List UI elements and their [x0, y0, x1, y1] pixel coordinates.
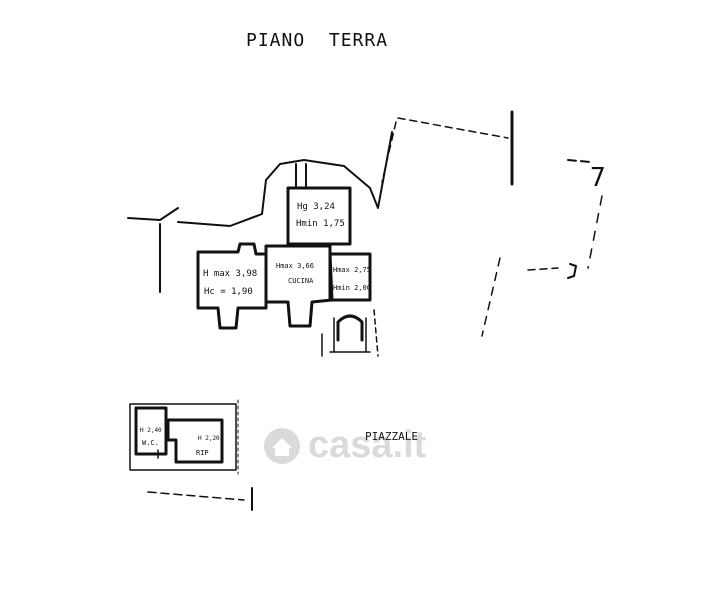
room-left-max-height: H max 3,98 — [203, 269, 257, 279]
arch-niche — [336, 314, 364, 342]
room-right — [328, 252, 372, 302]
room-top-height: Hg 3,24 — [297, 202, 335, 212]
yard-label: PIAZZALE — [365, 430, 418, 443]
wc-name: W.C. — [142, 439, 159, 447]
rip-name: RIP — [196, 449, 209, 457]
room-left — [196, 242, 268, 330]
floor-title: PIANO TERRA — [246, 30, 389, 51]
kitchen-height: Hmax 3,66 — [276, 262, 314, 270]
room-right-min-height: Hmin 2,00 — [333, 284, 371, 292]
house-icon — [264, 428, 300, 464]
room-right-max-height: Hmax 2,75 — [333, 266, 371, 274]
dashed-boundary — [381, 121, 397, 183]
watermark-text: casa.it — [308, 424, 427, 466]
dashed-boundary — [567, 159, 591, 163]
wc-height: H 2,40 — [140, 427, 162, 434]
room-top — [286, 186, 352, 246]
room-top-min-height: Hmin 1,75 — [296, 219, 345, 229]
watermark: casa.it — [262, 418, 472, 474]
room-kitchen — [264, 244, 334, 328]
annex-rip — [166, 418, 224, 464]
dashed-boundary — [397, 117, 509, 139]
rip-height: H 2,20 — [198, 435, 220, 442]
corner-mark: 7 — [590, 163, 606, 193]
wall-line — [127, 207, 179, 221]
kitchen-name: CUCINA — [288, 277, 314, 285]
dashed-boundary — [481, 257, 501, 337]
dashed-boundary — [587, 195, 603, 269]
wall-line — [177, 131, 393, 227]
wall-line — [567, 263, 577, 279]
dashed-boundary — [527, 267, 559, 271]
room-left-height: Hc = 1,90 — [204, 287, 253, 297]
